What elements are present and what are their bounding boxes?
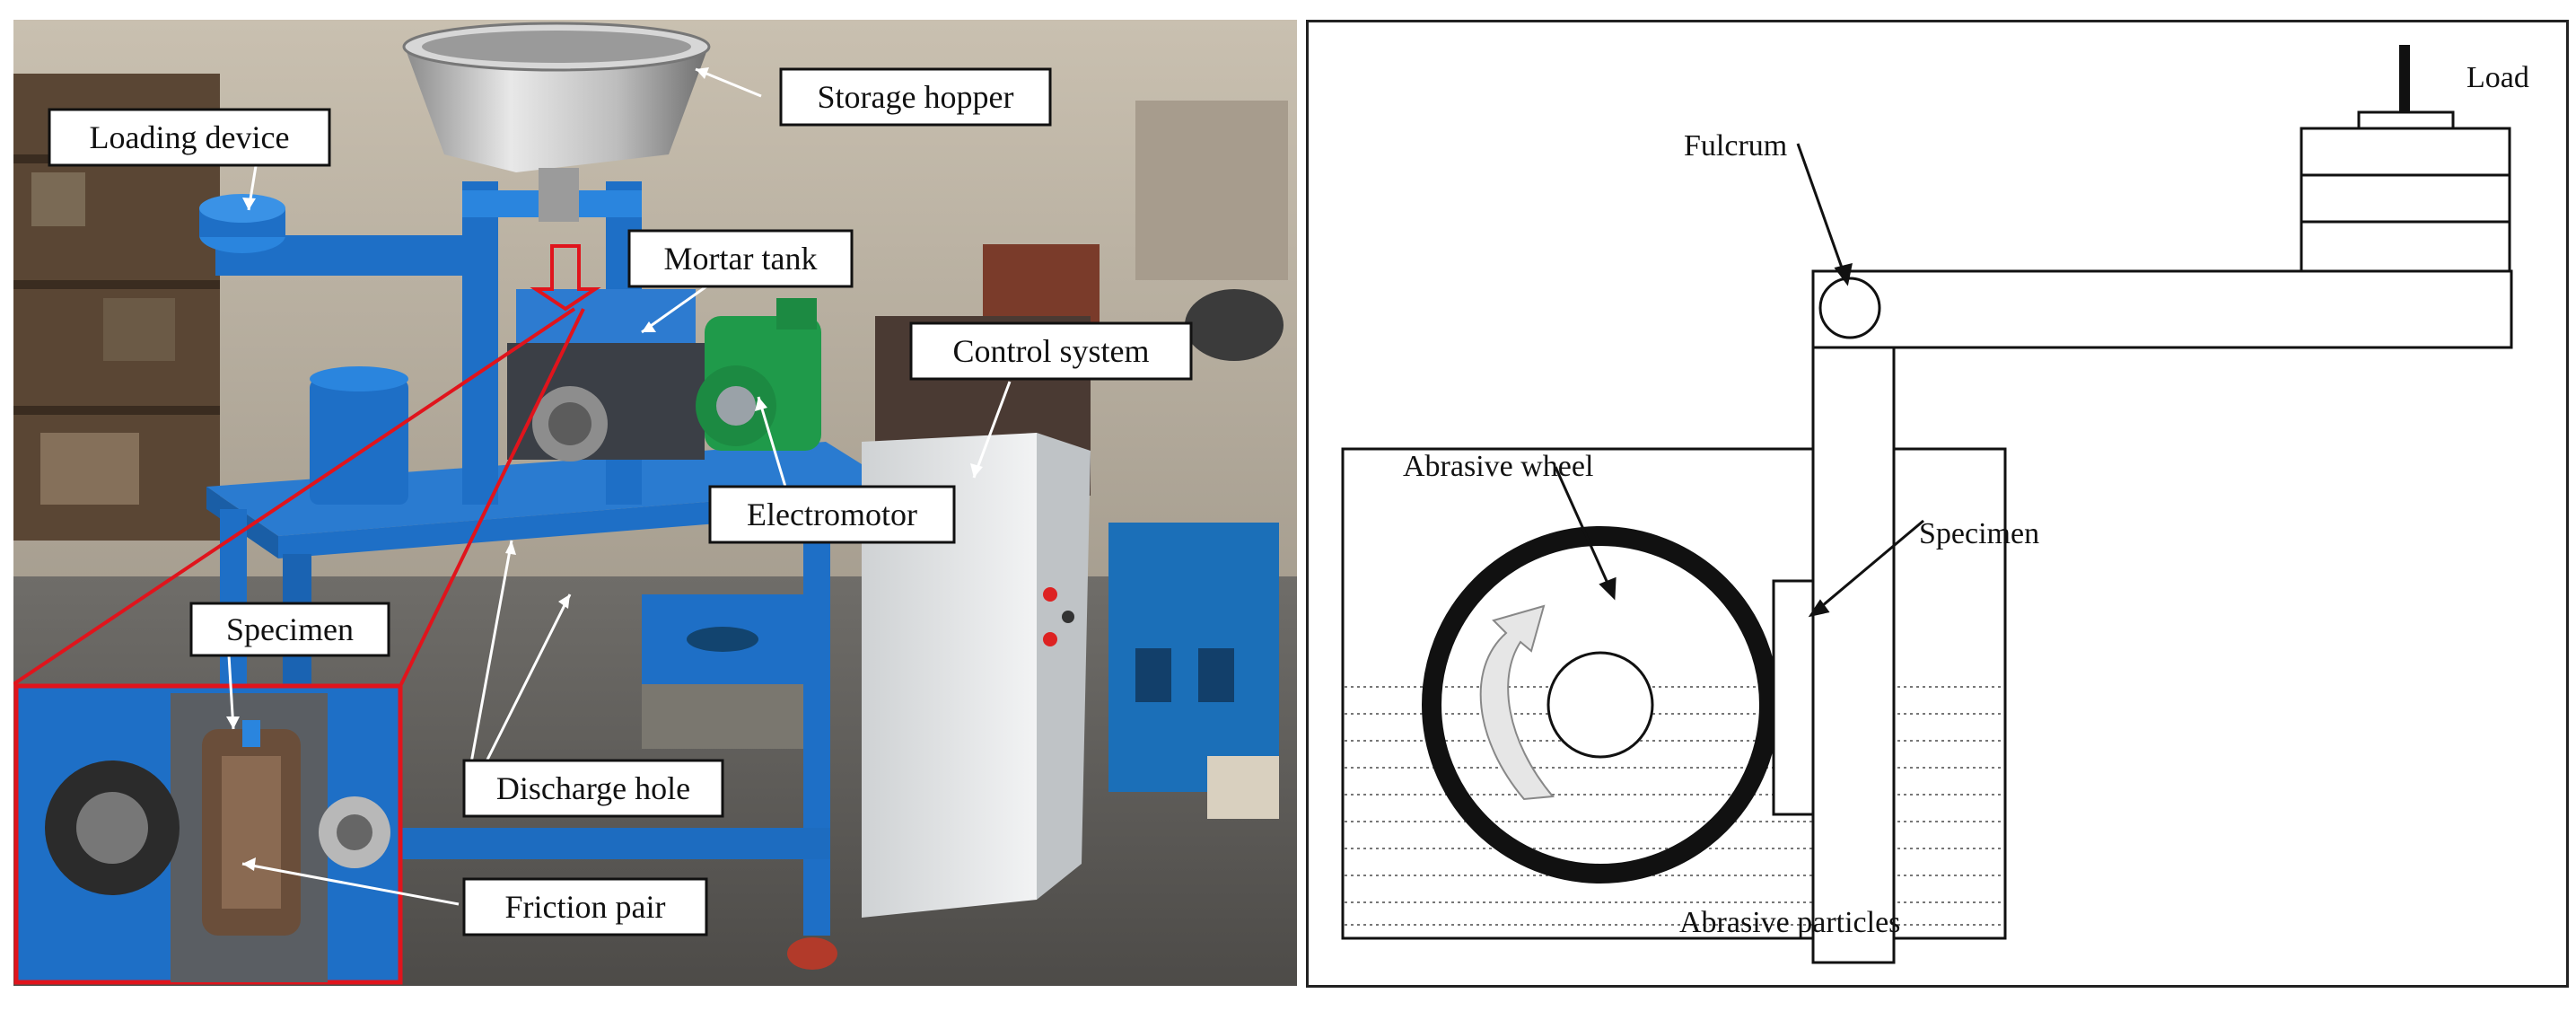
abrasive-wheel-label: Abrasive wheel (1403, 450, 1593, 483)
specimen-label-schematic: Specimen (1919, 517, 2039, 550)
electromotor-label: Electromotor (747, 497, 917, 532)
load-weight-2 (2300, 173, 2511, 224)
load-label: Load (2466, 61, 2529, 94)
fulcrum-label: Fulcrum (1684, 129, 1787, 163)
abrasive-particle-layers (1345, 686, 2003, 926)
friction-pair-label: Friction pair (505, 889, 666, 925)
photo-panel: Storage hopper Loading device Mortar tan… (12, 20, 1297, 986)
rig-photo: Storage hopper Loading device Mortar tan… (12, 20, 1297, 986)
discharge-hole-label: Discharge hole (496, 770, 690, 806)
lever-beam (1811, 269, 2513, 349)
control-system-label-box (909, 321, 1193, 381)
specimen-label-box-photo (189, 602, 390, 657)
storage-hopper-label-box (779, 67, 1052, 127)
rotation-arrow-icon (1479, 604, 1555, 801)
fulcrum-pivot (1818, 277, 1881, 339)
storage-hopper-label: Storage hopper (818, 79, 1014, 115)
specimen-block (1772, 579, 1815, 816)
mortar-tank-label: Mortar tank (664, 241, 818, 277)
loading-device-label-box (48, 108, 331, 167)
abrasive-tank (1341, 447, 2007, 940)
discharge-hole-label-box (462, 759, 724, 818)
abrasive-wheel (1422, 526, 1779, 884)
load-weight-1 (2300, 220, 2511, 273)
loading-device-label: Loading device (90, 119, 290, 155)
electromotor-label-box (708, 485, 956, 544)
vertical-arm (1811, 341, 1896, 964)
schematic-panel: Load Fulcrum Abrasive wheel Specimen Abr… (1306, 20, 2569, 988)
load-weight-3 (2300, 127, 2511, 177)
wear-test-schematic: Load Fulcrum Abrasive wheel Specimen Abr… (1341, 45, 2529, 964)
abrasive-particles-label: Abrasive particles (1679, 906, 1900, 939)
load-rod (2399, 45, 2410, 112)
wheel-hub (1546, 651, 1654, 759)
load-cap (2357, 110, 2455, 130)
control-system-label: Control system (952, 333, 1149, 369)
mortar-tank-label-box (627, 229, 854, 288)
specimen-label-photo: Specimen (226, 611, 354, 647)
friction-pair-label-box (462, 877, 708, 936)
